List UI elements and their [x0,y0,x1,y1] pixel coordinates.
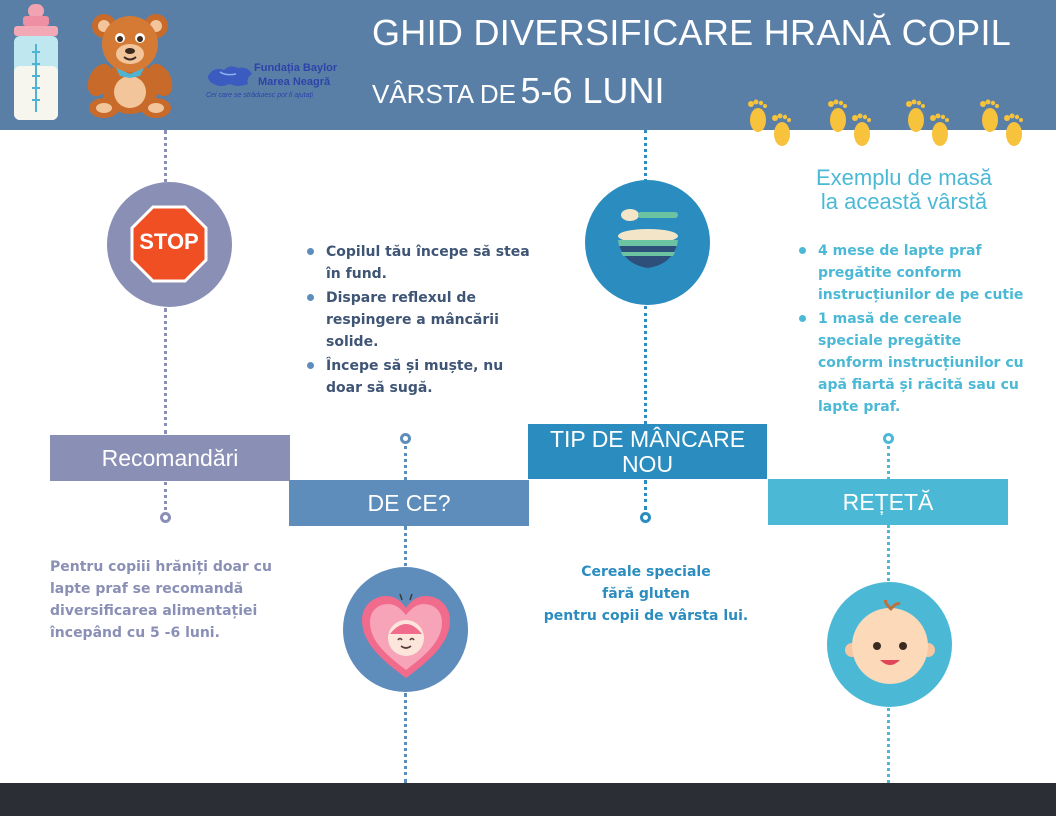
page-title: GHID DIVERSIFICARE HRANĂ COPIL [372,12,1012,53]
timeline-connector [644,130,647,182]
baby-heart-icon [362,594,450,678]
timeline-connector [164,308,167,434]
food-text-line1: Cereale speciale [581,564,711,580]
timeline-connector [887,446,890,480]
timeline-connector [404,526,407,586]
food-text-line2: fără gluten [602,586,690,602]
band-recommendations: Recomandări [50,435,290,481]
logo-line2: Marea Neagră [258,76,331,88]
band-recommendations-label: Recomandări [101,444,239,471]
band-recipe: REȚETĂ [768,479,1008,525]
example-meal-title-line1: Exemplu de masă [815,165,993,190]
timeline-node [640,512,651,523]
timeline-connector [164,130,167,190]
example-meal-title-line2: la această vârstă [820,189,988,214]
timeline-node [160,512,171,523]
why-item: Începe să și muște, nu doar să sugă. [306,355,536,399]
timeline-connector [164,482,167,510]
band-food-type-label: TIP DE MÂNCARE NOU [549,425,746,477]
example-meal-title: Exemplu de masă la această vârstă [780,166,1028,214]
stop-sign-icon [130,205,208,283]
why-list: Copilul tău începe să stea în fund. Disp… [306,241,536,401]
baby-bottle-icon [14,4,58,120]
timeline-connector [644,306,647,424]
timeline-connector [644,480,647,510]
example-meal-list: 4 mese de lapte praf pregătite conform i… [798,240,1028,420]
example-meal-item: 1 masă de cereale speciale pregătite con… [798,308,1028,418]
example-meal-item: 4 mese de lapte praf pregătite conform i… [798,240,1028,306]
logo-map-icon [208,66,252,86]
age-subtitle-prefix: VÂRSTA DE [372,79,517,109]
age-subtitle-value: 5-6 LUNI [520,70,665,111]
band-recipe-label: REȚETĂ [842,488,934,515]
timeline-connector [887,708,890,783]
timeline-node [883,433,894,444]
band-why-label: DE CE? [367,489,451,516]
band-food-type: TIP DE MÂNCARE NOU [528,424,767,479]
food-text: Cereale speciale fără gluten pentru copi… [528,561,764,627]
age-subtitle: VÂRSTA DE 5-6 LUNI [372,70,665,112]
food-text-line3: pentru copii de vârsta lui. [543,608,749,624]
why-item: Dispare reflexul de respingere a mâncări… [306,287,536,353]
baby-face-icon [845,600,935,684]
cereal-bowl-icon [618,209,678,268]
timeline-connector [887,525,890,587]
footer-bar [0,783,1056,816]
timeline-node [400,433,411,444]
timeline-connector [404,693,407,783]
logo-line1: Fundația Baylor [254,62,338,74]
band-why: DE CE? [289,480,529,526]
stop-sign-text: STOP [139,229,199,254]
recommendation-text: Pentru copiii hrăniți doar cu lapte praf… [50,559,272,641]
baby-feet-icon [748,99,1023,146]
why-item: Copilul tău începe să stea în fund. [306,241,536,285]
teddy-bear-icon [87,14,173,118]
timeline-connector [404,446,407,480]
header-banner [0,0,1056,130]
logo-tagline: Cei care se străduiesc pot fi ajutați [206,92,313,99]
